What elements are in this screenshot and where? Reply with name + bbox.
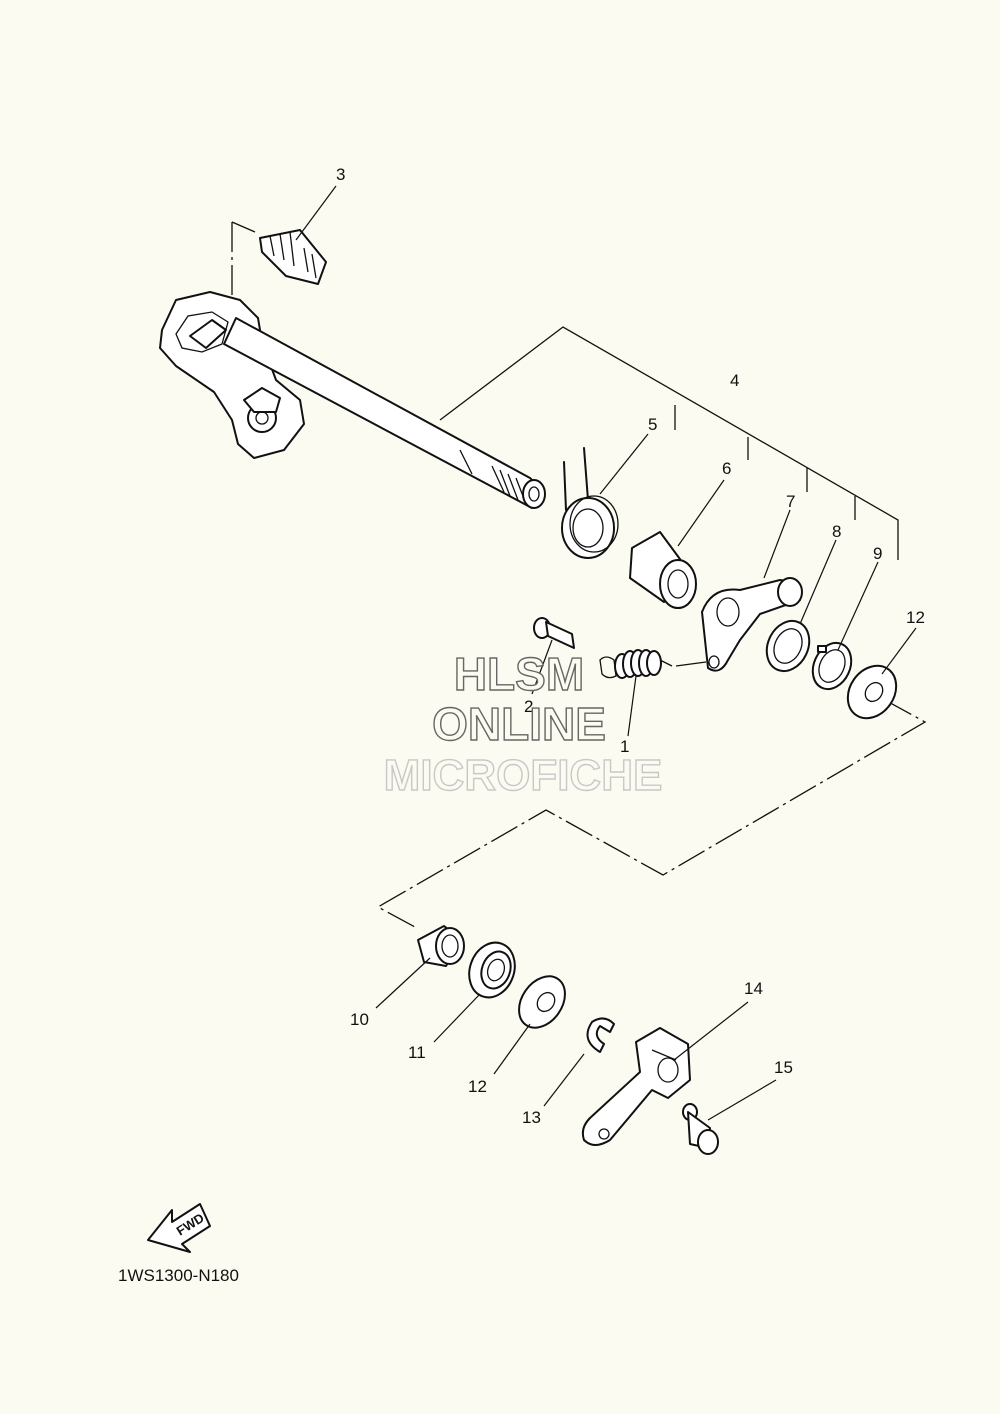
part-6-collar (629, 531, 697, 609)
callout-14: 14 (744, 979, 763, 998)
callout-5: 5 (648, 415, 657, 434)
part-1-coil-spring (614, 649, 707, 679)
part-9-circlip (811, 641, 853, 691)
callout-15: 15 (774, 1058, 793, 1077)
part-14-shift-arm (581, 1027, 691, 1146)
callout-2: 2 (524, 697, 533, 716)
callout-6: 6 (722, 459, 731, 478)
callout-12-lower: 12 (468, 1077, 487, 1096)
watermark: HLSM ONLINE MICROFICHE (383, 647, 663, 800)
watermark-line-1: HLSM (454, 648, 584, 700)
callout-11: 11 (408, 1043, 426, 1062)
part-13-e-clip (586, 1017, 615, 1053)
part-2-pin-bolt (533, 617, 617, 679)
part-10-needle-bearing (417, 925, 465, 967)
callout-3: 3 (336, 165, 345, 184)
callout-7: 7 (786, 492, 795, 511)
watermark-line-3: MICROFICHE (384, 751, 663, 800)
diagram-code: 1WS1300-N180 (118, 1266, 239, 1285)
shift-shaft-assembly (159, 291, 546, 509)
part-5-return-spring (561, 447, 619, 559)
part-3-stud-bolt (259, 229, 327, 285)
part-8-washer (765, 619, 811, 673)
callout-numbers: 3 4 5 6 7 8 9 12 2 1 10 11 12 13 14 15 (336, 165, 925, 1127)
part-7-shift-lever (701, 577, 803, 672)
part-15-bolt (682, 1103, 719, 1155)
callout-10: 10 (350, 1010, 369, 1029)
part-12-washer-upper (846, 664, 898, 720)
fwd-arrow-icon: FWD (147, 1203, 211, 1253)
callout-12-upper: 12 (906, 608, 925, 627)
callout-4: 4 (730, 371, 739, 390)
watermark-line-2: ONLINE (432, 698, 606, 750)
callout-9: 9 (873, 544, 882, 563)
callout-1: 1 (620, 737, 629, 756)
part-11-oil-seal (468, 941, 516, 999)
callout-leaders (295, 185, 917, 1121)
part-12-washer-lower (518, 975, 566, 1029)
callout-13: 13 (522, 1108, 541, 1127)
callout-8: 8 (832, 522, 841, 541)
